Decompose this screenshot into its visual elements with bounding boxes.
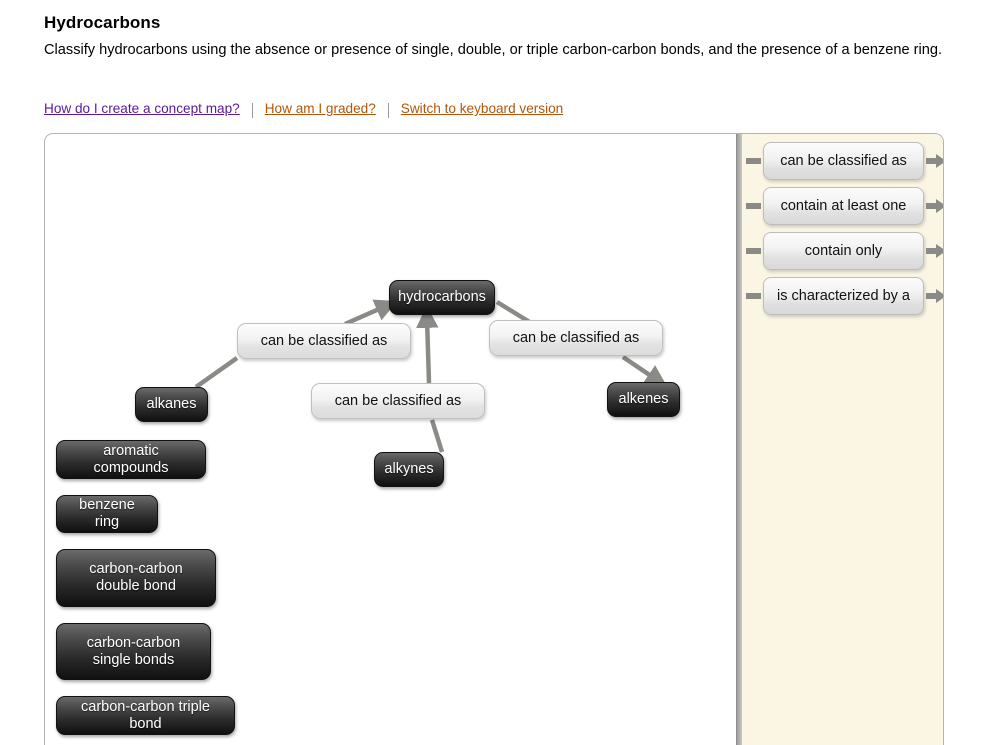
link-how-am-i-graded[interactable]: How am I graded? <box>264 101 376 116</box>
linking-phrase-panel: can be classified as contain at least on… <box>736 134 943 745</box>
palette-phrase-label[interactable]: contain only <box>763 232 924 270</box>
phrase-row-can-be-classified-as[interactable]: can be classified as <box>746 142 943 180</box>
link-switch-to-keyboard-version[interactable]: Switch to keyboard version <box>400 101 564 116</box>
link-how-do-i-create-a-concept-map[interactable]: How do I create a concept map? <box>44 101 240 116</box>
map-node-alkenes[interactable]: alkenes <box>607 382 680 417</box>
palette-phrase-label[interactable]: is characterized by a <box>763 277 924 315</box>
connector-phrase-right-to-alkenes[interactable] <box>621 355 668 388</box>
bank-node-benzene-ring[interactable]: benzene ring <box>56 495 158 533</box>
link-separator-2 <box>387 103 389 118</box>
bank-node-carbon-carbon-double-bond[interactable]: carbon-carbon double bond <box>56 549 216 607</box>
map-node-alkynes[interactable]: alkynes <box>374 452 444 487</box>
concept-map-canvas[interactable]: hydrocarbons can be classified as can be… <box>44 133 944 745</box>
link-stub-icon <box>746 203 761 209</box>
bank-node-carbon-carbon-single-bonds[interactable]: carbon-carbon single bonds <box>56 623 211 680</box>
map-link-phrase-center[interactable]: can be classified as <box>311 383 485 419</box>
map-node-alkanes[interactable]: alkanes <box>135 387 208 422</box>
link-stub-icon <box>746 293 761 299</box>
page-title: Hydrocarbons <box>44 13 161 33</box>
phrase-row-contain-at-least-one[interactable]: contain at least one <box>746 187 943 225</box>
link-stub-icon <box>746 158 761 164</box>
connector-phrase-left-to-hydrocarbons[interactable] <box>344 299 398 327</box>
phrase-row-contain-only[interactable]: contain only <box>746 232 943 270</box>
map-link-phrase-right[interactable]: can be classified as <box>489 320 663 356</box>
arrow-right-icon <box>926 289 943 303</box>
connector-alkynes-to-phrase-center[interactable] <box>429 419 445 453</box>
palette-phrase-label[interactable]: can be classified as <box>763 142 924 180</box>
palette-phrase-label[interactable]: contain at least one <box>763 187 924 225</box>
arrow-right-icon <box>926 199 943 213</box>
bank-node-carbon-carbon-triple-bond[interactable]: carbon-carbon triple bond <box>56 696 235 735</box>
connector-phrase-center-to-hydrocarbons[interactable] <box>416 305 439 384</box>
map-link-phrase-left[interactable]: can be classified as <box>237 323 411 359</box>
link-stub-icon <box>746 248 761 254</box>
arrow-right-icon <box>926 244 943 258</box>
panel-divider-scrollbar[interactable] <box>737 134 742 745</box>
connector-alkanes-to-phrase-left[interactable] <box>194 356 239 389</box>
link-separator-1 <box>251 103 253 118</box>
arrow-right-icon <box>926 154 943 168</box>
phrase-row-is-characterized-by-a[interactable]: is characterized by a <box>746 277 943 315</box>
help-links-bar: How do I create a concept map? How am I … <box>44 101 564 118</box>
page-description: Classify hydrocarbons using the absence … <box>44 42 943 58</box>
bank-node-aromatic-compounds[interactable]: aromatic compounds <box>56 440 206 479</box>
map-node-hydrocarbons[interactable]: hydrocarbons <box>389 280 495 315</box>
